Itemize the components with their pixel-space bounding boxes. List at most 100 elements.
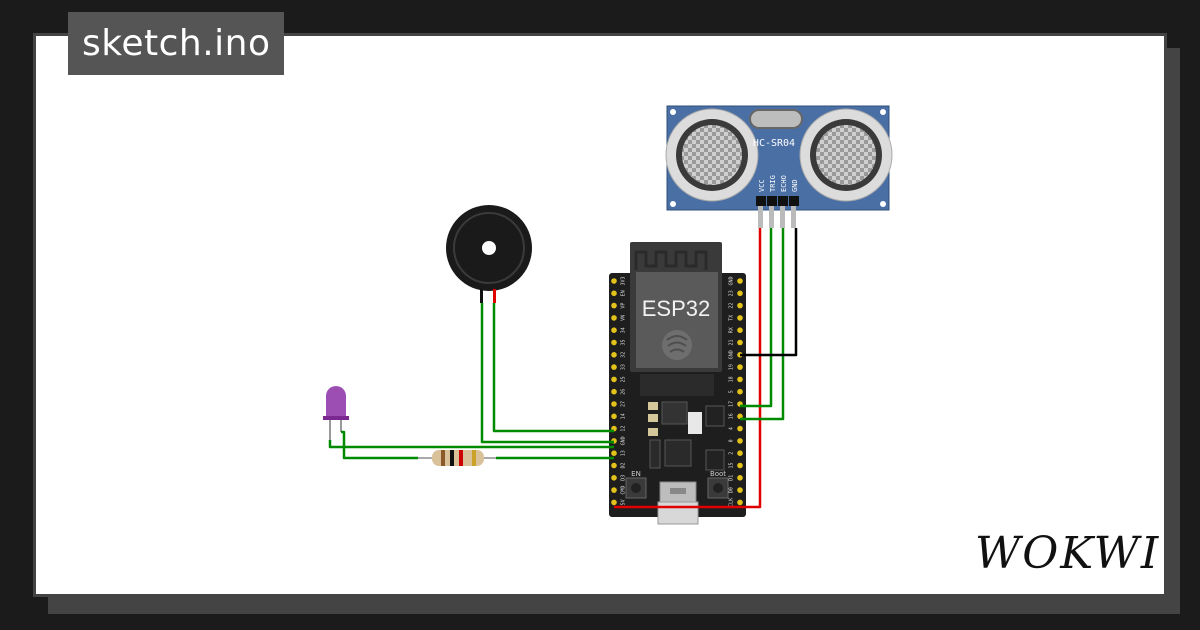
header-pin[interactable]: [611, 475, 617, 481]
header-pin-label: 5: [729, 390, 735, 393]
wire-sensor-vcc: [614, 228, 762, 509]
header-pin-label: D1: [729, 475, 735, 481]
sketch-title[interactable]: sketch.ino: [68, 12, 285, 75]
header-pin[interactable]: [611, 376, 617, 383]
en-button-label: EN: [631, 470, 641, 478]
boot-button[interactable]: Boot: [707, 470, 729, 499]
header-pin[interactable]: [737, 475, 743, 481]
header-pin-label: 2: [729, 452, 735, 455]
header-pin[interactable]: [737, 290, 743, 297]
resistor[interactable]: [418, 450, 496, 466]
piezo-buzzer[interactable]: [446, 205, 532, 303]
boot-button-label: Boot: [710, 470, 726, 478]
en-button[interactable]: EN: [625, 470, 647, 499]
header-pin-label: 19: [729, 364, 735, 370]
sensor-pin-label: GND: [791, 179, 799, 192]
header-pin-label: EN: [621, 290, 627, 296]
wire-sensor-echo: [740, 228, 785, 421]
wire-led-cathode: [328, 440, 614, 449]
header-pin-label: CLK: [729, 498, 735, 507]
header-pin-label: 22: [729, 303, 735, 309]
header-pin-label: VN: [621, 315, 627, 321]
wokwi-logo: WOKWI: [975, 528, 1161, 579]
header-pin[interactable]: [737, 339, 743, 346]
header-pin[interactable]: [611, 413, 617, 420]
header-pin-label: 16: [729, 413, 735, 419]
header-pin[interactable]: [611, 327, 617, 334]
ultrasonic-sensor[interactable]: HC-SR04 VCC TRIG ECHO GND: [665, 105, 893, 228]
wire-sensor-trig: [740, 228, 773, 408]
header-pin-label: 34: [621, 327, 627, 333]
header-pin[interactable]: [737, 499, 743, 506]
header-pin[interactable]: [737, 315, 743, 321]
sensor-header-pins[interactable]: [756, 196, 799, 228]
wire-buzzer-positive: [492, 303, 614, 433]
header-pin[interactable]: [611, 315, 617, 321]
header-pin-label: 27: [621, 401, 627, 407]
header-pin-label: RX: [729, 327, 735, 333]
espressif-logo-icon: [662, 330, 692, 360]
header-pin[interactable]: [737, 462, 743, 469]
header-pin[interactable]: [737, 450, 743, 457]
header-pin-label: 33: [621, 364, 627, 370]
header-pin[interactable]: [737, 425, 743, 432]
header-pin[interactable]: [611, 388, 617, 395]
header-pin[interactable]: [611, 462, 617, 469]
header-pin-label: 17: [729, 401, 735, 407]
esp32-board[interactable]: ESP32 EN Boot: [609, 242, 746, 525]
header-pin-label: 3V3: [621, 276, 627, 285]
header-pin-label: GND: [729, 350, 735, 359]
header-pin-label: D2: [621, 462, 627, 468]
header-pin-label: 13: [621, 450, 627, 456]
header-pin-label: CMD: [621, 486, 627, 495]
header-pin-label: 4: [729, 427, 735, 430]
header-pin-label: 35: [621, 339, 627, 345]
header-pin-label: D0: [729, 487, 735, 493]
usb-port: [657, 481, 699, 525]
header-pin[interactable]: [737, 327, 743, 334]
header-pin-label: 15: [729, 462, 735, 468]
esp32-left-pin-header[interactable]: 3V3ENVPVN343532332526271412GND13D2D3CMD5…: [611, 276, 627, 506]
header-pin-label: 26: [621, 389, 627, 395]
header-pin[interactable]: [611, 401, 617, 407]
sensor-pin-label: ECHO: [780, 175, 788, 192]
header-pin[interactable]: [611, 364, 617, 370]
header-pin-label: 23: [729, 290, 735, 296]
header-pin[interactable]: [611, 290, 617, 297]
header-pin[interactable]: [737, 302, 743, 309]
header-pin[interactable]: [737, 413, 743, 420]
header-pin-label: 32: [621, 352, 627, 358]
sensor-pin-label: VCC: [758, 179, 766, 192]
header-pin[interactable]: [611, 352, 617, 358]
header-pin-label: GND: [729, 276, 735, 285]
header-pin-label: 25: [621, 376, 627, 382]
sensor-pin-label: TRIG: [769, 175, 777, 192]
diagram-canvas[interactable]: [33, 33, 1167, 597]
led[interactable]: [323, 386, 349, 440]
transducer-left: [665, 108, 759, 202]
header-pin[interactable]: [611, 487, 617, 493]
transducer-right: [799, 108, 893, 202]
header-pin-label: 21: [729, 339, 735, 345]
header-pin[interactable]: [737, 487, 743, 493]
header-pin[interactable]: [737, 388, 743, 395]
wire-led-anode: [341, 430, 418, 460]
header-pin[interactable]: [737, 364, 743, 370]
header-pin-label: 14: [621, 413, 627, 419]
header-pin[interactable]: [737, 376, 743, 383]
header-pin[interactable]: [737, 438, 743, 444]
header-pin[interactable]: [611, 450, 617, 457]
header-pin-label: 18: [729, 376, 735, 382]
header-pin[interactable]: [611, 499, 617, 506]
header-pin-label: 5V: [621, 499, 627, 505]
header-pin[interactable]: [611, 339, 617, 346]
header-pin-label: 12: [621, 426, 627, 432]
wire-buzzer-negative: [480, 303, 614, 444]
header-pin[interactable]: [611, 278, 617, 284]
header-pin[interactable]: [611, 302, 617, 309]
wire-sensor-gnd: [740, 228, 798, 357]
header-pin-label: VP: [621, 303, 627, 309]
wires: [328, 228, 798, 509]
header-pin[interactable]: [737, 278, 743, 284]
